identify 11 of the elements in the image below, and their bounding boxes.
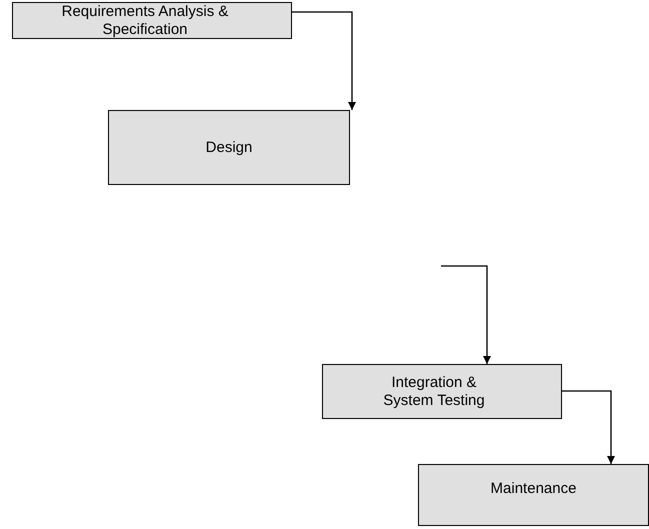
process-box: [418, 464, 649, 526]
process-box: [12, 2, 292, 39]
arrow: [562, 390, 615, 464]
step-label: Integration & System Testing: [382, 374, 486, 410]
arrow: [292, 11, 356, 110]
step-label: Requirements Analysis & Specification: [60, 2, 230, 38]
process-box: [322, 364, 562, 419]
process-box: [108, 110, 350, 185]
step-label: Design: [206, 138, 252, 156]
arrow: [441, 265, 491, 364]
step-label: Maintenance: [490, 480, 576, 498]
